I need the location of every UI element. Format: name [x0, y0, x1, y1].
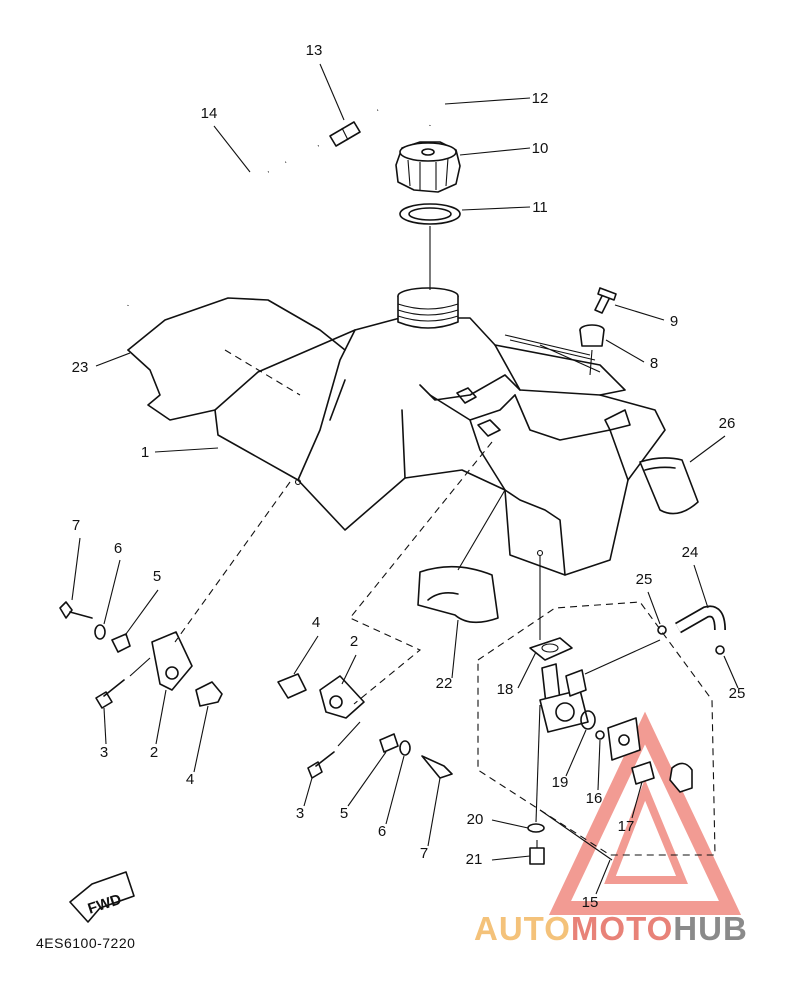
callout-c2a: 2 [350, 633, 358, 650]
callout-c7b: 7 [420, 845, 428, 862]
watermark-text: AUTOMOTOHUB [474, 910, 748, 948]
callout-c1: 1 [141, 444, 149, 461]
fuel-cap [395, 141, 461, 193]
fuel-petcock [527, 555, 693, 865]
callout-c3a: 3 [100, 744, 108, 761]
callout-c5a: 5 [153, 568, 161, 585]
callout-c20: 20 [467, 811, 484, 828]
callout-c4a: 4 [312, 614, 320, 631]
side-cover [127, 297, 346, 421]
callout-c11: 11 [532, 199, 548, 216]
callout-c3b: 3 [296, 805, 304, 822]
callout-c24: 24 [682, 544, 699, 561]
callout-c2b: 2 [150, 744, 158, 761]
part-code: 4ES6100-7220 [36, 935, 136, 951]
watermark-triangle [548, 711, 742, 915]
callout-c22: 22 [436, 675, 453, 692]
callout-c21: 21 [466, 851, 483, 868]
callout-c6a: 6 [114, 540, 122, 557]
callout-c14: 14 [201, 105, 218, 122]
rubber-damper-22 [417, 565, 499, 624]
callout-c19: 19 [552, 774, 569, 791]
callout-c15: 15 [582, 894, 599, 911]
filler-neck [397, 287, 459, 329]
callout-c18: 18 [497, 681, 514, 698]
callout-c6b: 6 [378, 823, 386, 840]
watermark-moto: MOTO [570, 910, 674, 947]
bolt-and-collar [579, 287, 617, 376]
callout-c23: 23 [72, 359, 89, 376]
overflow-tube [657, 605, 726, 655]
callout-c25b: 25 [729, 685, 746, 702]
callout-c5b: 5 [340, 805, 348, 822]
cap-gasket [399, 203, 461, 225]
left-mount-bracket [59, 601, 223, 709]
callout-c8: 8 [650, 355, 658, 372]
callout-c10: 10 [532, 140, 549, 157]
right-mount-bracket [277, 673, 453, 779]
breather-hose [124, 88, 437, 306]
watermark-hub: HUB [673, 910, 748, 947]
fuel-tank [214, 317, 666, 576]
mounting-leaders [174, 441, 493, 705]
fwd-arrow: FWD [69, 871, 135, 923]
callout-c4b: 4 [186, 771, 194, 788]
callout-c17: 17 [618, 818, 635, 835]
rubber-damper-26 [639, 457, 699, 515]
callout-c13: 13 [306, 42, 323, 59]
petcock-detail-box [477, 601, 716, 856]
callout-c12: 12 [532, 90, 549, 107]
callout-c9: 9 [670, 313, 678, 330]
callout-c26: 26 [719, 415, 736, 432]
watermark-auto: AUTO [474, 910, 571, 947]
callout-c7a: 7 [72, 517, 80, 534]
callout-leaders [71, 63, 739, 895]
callout-c16: 16 [586, 790, 603, 807]
callout-c25a: 25 [636, 571, 653, 588]
